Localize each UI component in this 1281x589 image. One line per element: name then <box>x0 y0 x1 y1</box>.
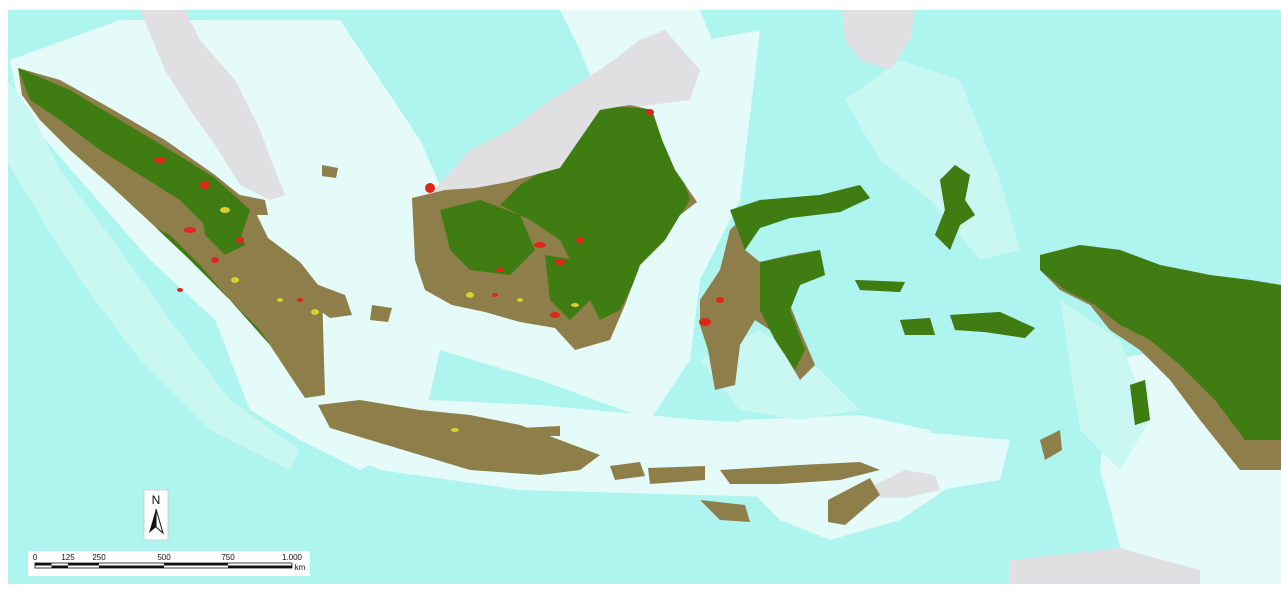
scale-segment <box>99 565 164 568</box>
madura <box>520 426 560 436</box>
malaysia-borneo <box>430 30 700 195</box>
sumba <box>700 500 750 522</box>
scale-tick-label: 0 <box>33 553 38 562</box>
seram-forest <box>950 312 1035 338</box>
timor <box>828 478 880 525</box>
scale-bar: 0 125 250 500 750 1.000 km <box>28 551 310 576</box>
natuna <box>322 165 338 178</box>
philippines <box>842 10 915 70</box>
scale-tick-label: 250 <box>92 553 106 562</box>
scale-segment <box>228 565 292 568</box>
halmahera-forest <box>935 165 975 250</box>
regrowth-patches <box>220 207 579 432</box>
scale-tick-label: 500 <box>157 553 171 562</box>
bangka <box>300 278 352 318</box>
scale-segment <box>35 563 52 566</box>
sulawesi-east-forest <box>760 250 825 370</box>
deforestation-hotspots <box>154 109 724 326</box>
sumatra <box>18 68 325 398</box>
north-arrow: N <box>143 489 169 541</box>
scale-segment <box>164 563 228 566</box>
buru-forest <box>900 318 935 335</box>
flores <box>720 462 880 484</box>
malay-peninsula <box>140 10 285 200</box>
sulawesi-north-forest <box>730 185 870 250</box>
bali <box>610 462 645 480</box>
tanimbar <box>1040 430 1062 460</box>
north-arrow-left-half <box>149 509 156 533</box>
australia <box>1010 548 1200 584</box>
scale-tick-label: 125 <box>61 553 75 562</box>
scale-unit: km <box>295 563 306 572</box>
timor-leste <box>875 470 940 498</box>
belitung <box>370 305 392 322</box>
scale-segment <box>51 565 68 568</box>
scale-tick-label: 1.000 <box>282 553 303 562</box>
sula-forest <box>855 280 905 292</box>
north-arrow-label: N <box>152 493 161 507</box>
aru-forest <box>1130 380 1150 425</box>
mid-depth-sea <box>0 60 1150 470</box>
frame-left <box>0 0 8 584</box>
lombok-sumbawa <box>648 466 705 484</box>
papua-forest <box>1040 245 1281 440</box>
java <box>318 400 600 475</box>
scale-tick-label: 750 <box>221 553 235 562</box>
scale-segment <box>68 563 99 566</box>
north-arrow-right-half <box>155 508 164 535</box>
foreign-land <box>140 10 1200 584</box>
frame-top <box>0 0 1281 10</box>
